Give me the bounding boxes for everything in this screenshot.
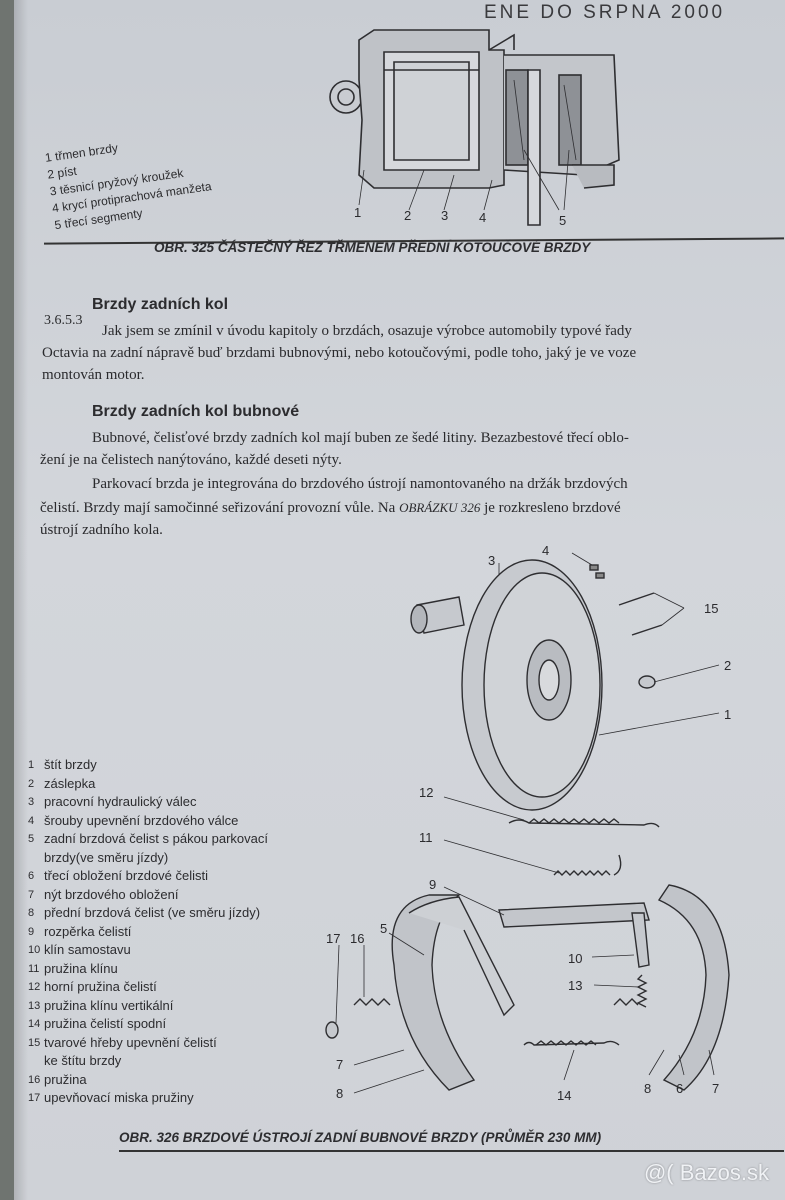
callout-10: 10	[568, 951, 582, 966]
legend-item: ke štítu brzdy	[44, 1053, 122, 1068]
callout-6: 6	[676, 1081, 683, 1096]
legend-item: brzdy(ve směru jízdy)	[44, 849, 169, 865]
callout-15: 15	[704, 601, 718, 616]
callout-7: 7	[712, 1081, 719, 1096]
callout-4: 4	[542, 543, 549, 558]
callout-16: 16	[350, 931, 364, 946]
callout-4: 4	[479, 210, 486, 225]
paragraph-line: čelistí. Brzdy mají samočinné seřizování…	[40, 500, 621, 516]
section-number: 3.6.5.3	[44, 313, 83, 328]
callout-2: 2	[724, 658, 731, 673]
watermark: @( Bazos.sk	[643, 1160, 769, 1185]
section-paragraph-line: montován motor.	[42, 367, 145, 383]
callout-7: 7	[336, 1057, 343, 1072]
callout-2: 2	[404, 208, 411, 223]
figure-325-legend: 1 třmen brzdy 2 píst 3 těsnicí pryžový k…	[44, 128, 215, 235]
callout-8: 8	[336, 1086, 343, 1101]
callout-1: 1	[354, 205, 361, 220]
figure-reference: OBRÁZKU 326	[399, 500, 481, 515]
callout-11: 11	[419, 830, 433, 845]
running-head: ENE DO SRPNA 2000	[484, 2, 726, 23]
callout-17: 17	[326, 931, 340, 946]
callout-5: 5	[559, 213, 566, 228]
callout-8: 8	[644, 1081, 651, 1096]
paragraph-line: ústrojí zadního kola.	[40, 522, 163, 538]
figure-325-caliper-drawing: 1 2 3 4 5	[329, 29, 620, 228]
paragraph-line: Parkovací brzda je integrována do brzdov…	[92, 476, 628, 492]
section-paragraph-line: Octavia na zadní nápravě buď brzdami bub…	[42, 345, 637, 361]
callout-5: 5	[380, 921, 387, 936]
callout-3: 3	[488, 553, 495, 568]
section-paragraph-line: Jak jsem se zmínil v úvodu kapitoly o br…	[102, 323, 632, 339]
figure-326-caption: OBR. 326 BRZDOVÉ ÚSTROJÍ ZADNÍ BUBNOVÉ B…	[119, 1130, 602, 1145]
figure-326-drum-brake-drawing: 1 2 3 4 5 6 7 7 8 8 9 10 11 12 13 14 15 …	[325, 543, 731, 1103]
book-page: ENE DO SRPNA 2000 1 2	[14, 0, 785, 1200]
subsection-title: Brzdy zadních kol bubnové	[92, 403, 300, 420]
callout-1: 1	[724, 707, 731, 722]
paragraph-line: žení je na čelistech nanýtováno, každé d…	[40, 452, 342, 468]
callout-3: 3	[441, 208, 448, 223]
callout-13: 13	[568, 978, 582, 993]
caption-rule	[119, 1150, 784, 1152]
paragraph-line: Bubnové, čelisťové brzdy zadních kol maj…	[92, 430, 629, 446]
callout-9: 9	[429, 877, 436, 892]
callout-14: 14	[557, 1088, 571, 1103]
callout-12: 12	[419, 785, 433, 800]
section-title: Brzdy zadních kol	[92, 296, 229, 313]
figure-325-caption: OBR. 325 ČÁSTEČNÝ ŘEZ TŘMENEM PŘEDNÍ KOT…	[154, 240, 591, 255]
